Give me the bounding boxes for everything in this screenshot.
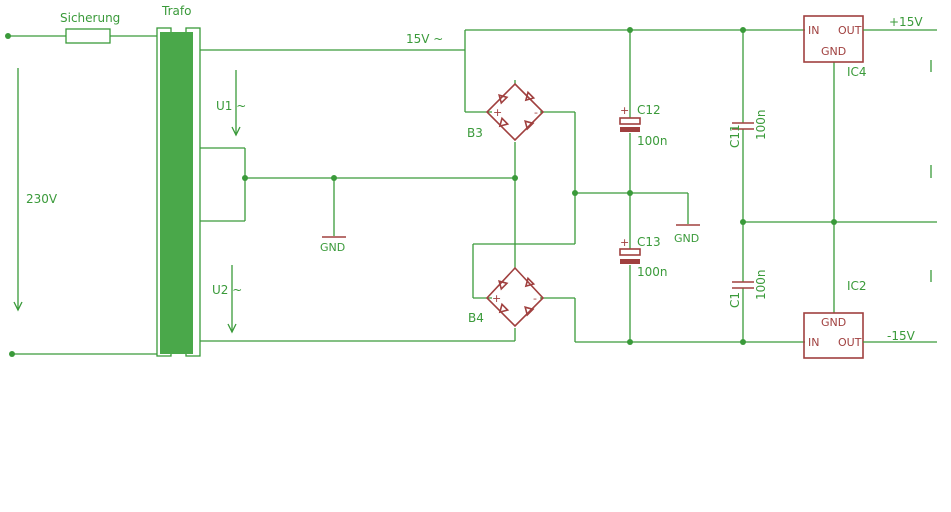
c11-label: C11 bbox=[728, 124, 742, 148]
c1-value: 100n bbox=[754, 269, 768, 300]
fuse-label: Sicherung bbox=[60, 11, 120, 25]
u2-label: U2 ~ bbox=[212, 283, 242, 297]
bridge-rectifier-b4: + - B4 bbox=[468, 266, 545, 328]
capacitor-c11: C11 100n bbox=[728, 30, 768, 222]
ic4-in-pin: IN bbox=[808, 24, 819, 37]
capacitor-c13: + C13 100n bbox=[619, 27, 668, 345]
capacitor-c1: C1 100n bbox=[728, 27, 768, 345]
c13-value: 100n bbox=[637, 265, 668, 279]
fuse: Sicherung bbox=[60, 11, 120, 44]
c12-value: 100n bbox=[637, 134, 668, 148]
transformer: Trafo bbox=[156, 4, 201, 357]
c13-label: C13 bbox=[637, 235, 661, 249]
ic4-out-pin: OUT bbox=[838, 24, 862, 37]
ac-15v-label: 15V ~ bbox=[406, 32, 443, 46]
c12-plus: + bbox=[620, 104, 629, 117]
b4-label: B4 bbox=[468, 311, 484, 325]
capacitor-c12: + C12 100n bbox=[619, 30, 668, 193]
ic2-in-pin: IN bbox=[808, 336, 819, 349]
minus15-label: -15V bbox=[887, 329, 916, 343]
ic2-out-pin: OUT bbox=[838, 336, 862, 349]
ic2-label: IC2 bbox=[847, 279, 867, 293]
gnd-label-2: GND bbox=[674, 232, 699, 245]
c13-plus: + bbox=[620, 236, 629, 249]
regulator-ic4: IN OUT GND IC4 +15V bbox=[803, 15, 937, 79]
gnd-label-1: GND bbox=[320, 241, 345, 254]
mains-input: 230V bbox=[5, 33, 157, 357]
b3-minus: - bbox=[534, 106, 538, 119]
u1-label: U1 ~ bbox=[216, 99, 246, 113]
ic2-gnd-pin: GND bbox=[821, 316, 846, 329]
b3-plus: + bbox=[493, 106, 502, 119]
c11-value: 100n bbox=[754, 109, 768, 140]
b4-plus: + bbox=[492, 292, 501, 305]
b3-label: B3 bbox=[467, 126, 483, 140]
trafo-label: Trafo bbox=[161, 4, 191, 18]
mains-voltage-label: 230V bbox=[26, 192, 58, 206]
c12-label: C12 bbox=[637, 103, 661, 117]
b4-minus: - bbox=[533, 292, 537, 305]
regulator-ic2: GND IN OUT IC2 -15V bbox=[803, 279, 937, 359]
plus15-label: +15V bbox=[889, 15, 923, 29]
secondary-wiring: 15V ~ GND U1 ~ U2 ~ bbox=[200, 29, 805, 343]
bridge-rectifier-b3: + - B3 bbox=[467, 82, 545, 142]
c1-label: C1 bbox=[728, 292, 742, 308]
ic4-label: IC4 bbox=[847, 65, 867, 79]
ic4-gnd-pin: GND bbox=[821, 45, 846, 58]
